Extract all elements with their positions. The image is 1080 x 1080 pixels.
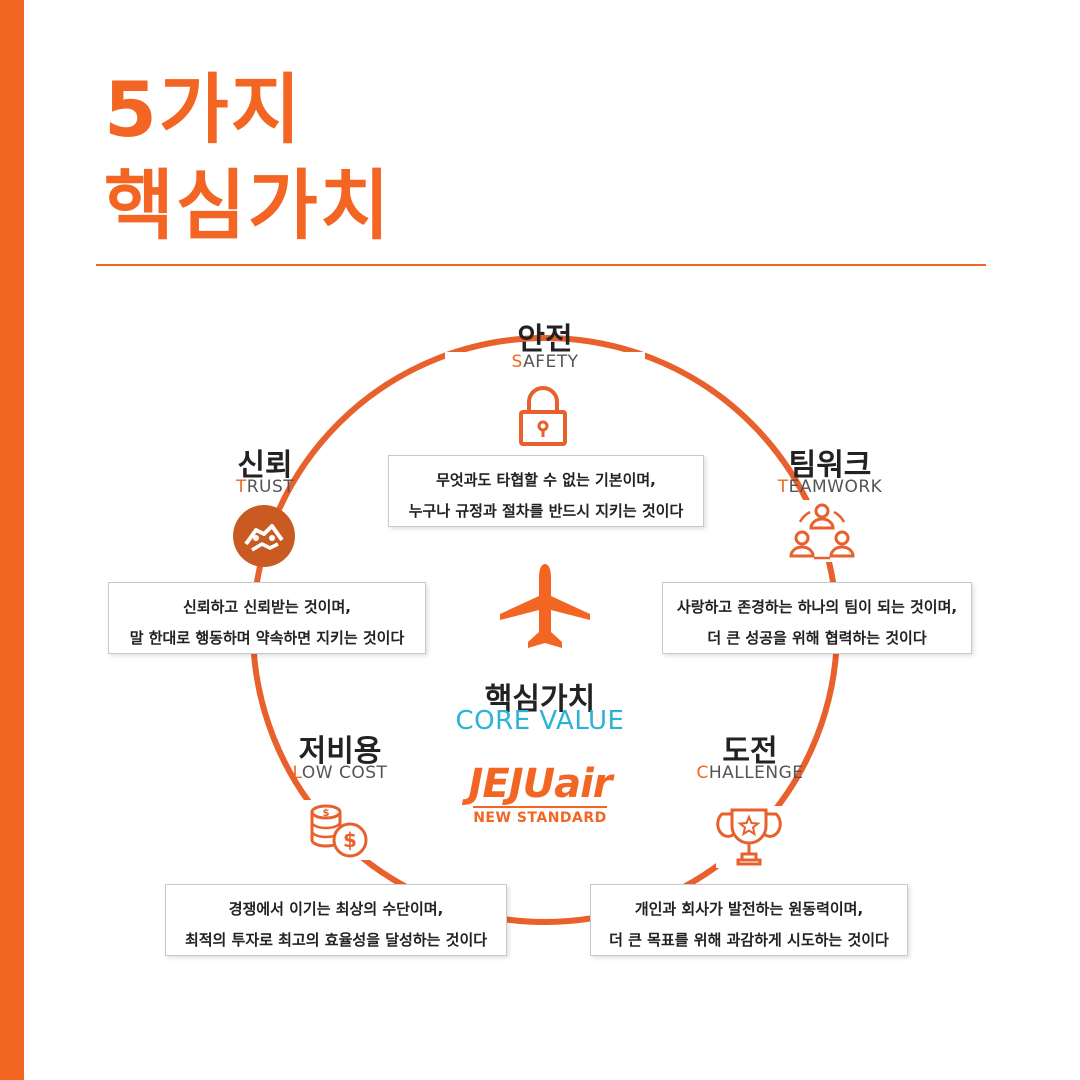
team-icon bbox=[786, 500, 858, 562]
page-title-line1: 5가지 bbox=[104, 65, 303, 154]
teamwork-description: 사랑하고 존경하는 하나의 팀이 되는 것이며, 더 큰 성공을 위해 협력하는… bbox=[662, 582, 972, 654]
trust-english: TRUST bbox=[235, 477, 295, 497]
challenge-description: 개인과 회사가 발전하는 원동력이며, 더 큰 목표를 위해 과감하게 시도하는… bbox=[590, 884, 908, 956]
core-value-english: CORE VALUE bbox=[455, 706, 625, 736]
challenge-english: CHALLENGE bbox=[696, 763, 804, 783]
coins-icon: $ $ bbox=[304, 800, 370, 860]
svg-text:$: $ bbox=[323, 808, 330, 819]
svg-text:$: $ bbox=[343, 828, 357, 852]
brand-name: JEJUair bbox=[468, 761, 613, 807]
page-title: 5가지 핵심가치 bbox=[104, 62, 392, 254]
trophy-icon bbox=[716, 806, 782, 868]
safety-english: SAFETY bbox=[445, 352, 645, 372]
teamwork-title: 팀워크 bbox=[788, 448, 872, 483]
lowcost-description: 경쟁에서 이기는 최상의 수단이며, 최적의 투자로 최고의 효율성을 달성하는… bbox=[165, 884, 507, 956]
teamwork-english: TEAMWORK bbox=[777, 477, 883, 497]
lowcost-english: LOW COST bbox=[292, 763, 388, 783]
lowcost-title: 저비용 bbox=[298, 734, 382, 769]
safety-description: 무엇과도 타협할 수 없는 기본이며, 누구나 규정과 절차를 반드시 지키는 … bbox=[388, 455, 704, 527]
padlock-icon bbox=[519, 386, 567, 446]
brand-slogan: NEW STANDARD bbox=[473, 806, 607, 826]
brand-logo: JEJUair NEW STANDARD bbox=[450, 762, 630, 826]
left-accent-bar bbox=[0, 0, 24, 1080]
safety-title: 안전 bbox=[517, 322, 573, 357]
challenge-title: 도전 bbox=[722, 734, 778, 769]
trust-description: 신뢰하고 신뢰받는 것이며, 말 한대로 행동하며 약속하면 지키는 것이다 bbox=[108, 582, 426, 654]
page-title-line2: 핵심가치 bbox=[104, 161, 392, 250]
trust-title: 신뢰 bbox=[237, 448, 293, 483]
title-divider bbox=[96, 264, 986, 266]
handshake-icon bbox=[233, 505, 295, 567]
airplane-icon bbox=[500, 564, 590, 648]
core-value-title: 핵심가치 bbox=[484, 682, 596, 717]
